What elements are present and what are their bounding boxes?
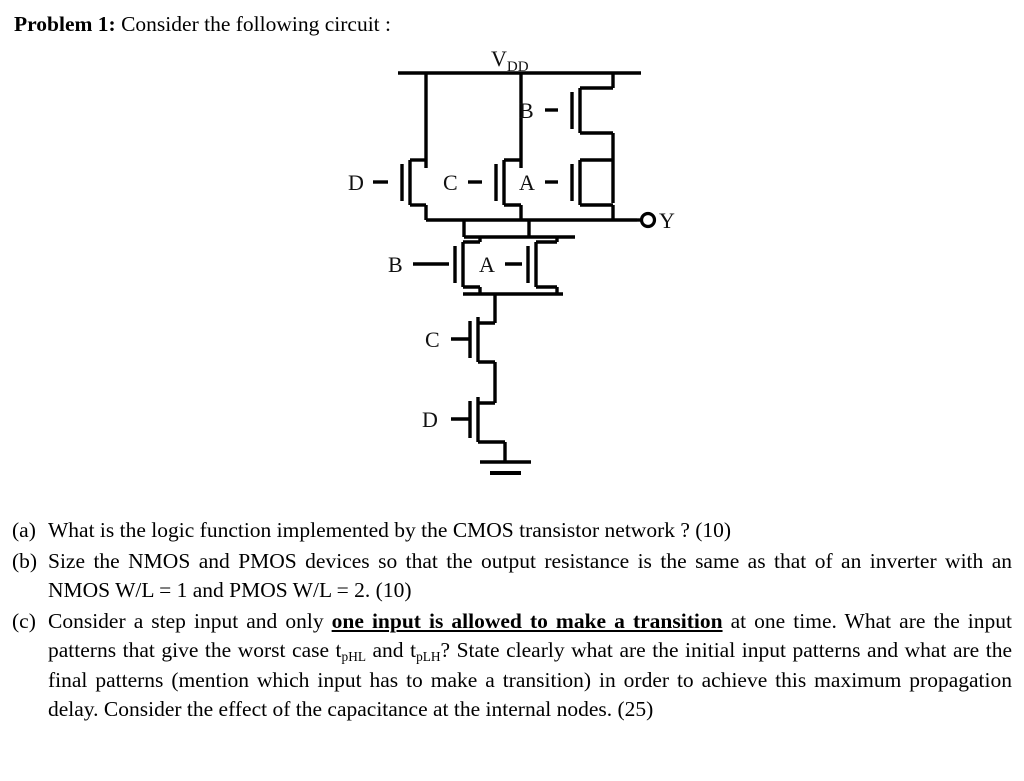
question-c-seg-6: ? State clearly what are the initial inp…: [48, 638, 1012, 721]
output-terminal-circle: [639, 211, 657, 229]
pmos-a-gate-label: A: [519, 170, 535, 195]
page-title: Problem 1: Consider the following circui…: [14, 10, 391, 38]
question-marker-b: (b): [12, 548, 38, 573]
output-label: Y: [659, 208, 675, 233]
question-item-c: (c) Consider a step input and only one i…: [12, 607, 1012, 725]
question-text-a: What is the logic function implemented b…: [48, 518, 732, 542]
question-c-seg-2: at one time. What are the input patterns…: [48, 608, 1012, 663]
nmos-d-gate-label: D: [422, 407, 438, 432]
question-c-seg-0: Consider a step input and only: [48, 608, 332, 633]
question-item-b: (b) Size the NMOS and PMOS devices so th…: [12, 547, 1012, 606]
question-c-sub-plh: pLH: [416, 649, 441, 665]
question-text-c: Consider a step input and only one input…: [48, 607, 1012, 725]
vdd-label-v: V: [491, 46, 507, 71]
pmos-b-gate-label: B: [519, 98, 534, 123]
pmos-d-gate-label: D: [348, 170, 364, 195]
problem-label: Problem 1:: [14, 12, 116, 36]
pmos-c-gate-label: C: [443, 170, 458, 195]
nmos-c-gate-label: C: [425, 327, 440, 352]
question-marker-a: (a): [12, 518, 36, 542]
question-text-b: Size the NMOS and PMOS devices so that t…: [48, 548, 1012, 603]
question-list: (a) What is the logic function implement…: [12, 516, 1012, 726]
nmos-a-gate-label: A: [479, 252, 495, 277]
vdd-label-sub: DD: [507, 59, 529, 75]
question-c-emphasis: one input is allowed to make a transitio…: [331, 608, 723, 633]
question-marker-c: (c): [12, 608, 36, 633]
question-item-a: (a) What is the logic function implement…: [12, 516, 1012, 546]
problem-title-text: Consider the following circuit :: [115, 12, 391, 36]
question-c-seg-4: and t: [365, 638, 417, 662]
vdd-label: VDD: [491, 46, 529, 75]
circuit-diagram: VDD D C B A Y B A C D: [0, 40, 1024, 500]
question-c-sub-phl: pHL: [341, 649, 366, 665]
nmos-b-gate-label: B: [388, 252, 403, 277]
